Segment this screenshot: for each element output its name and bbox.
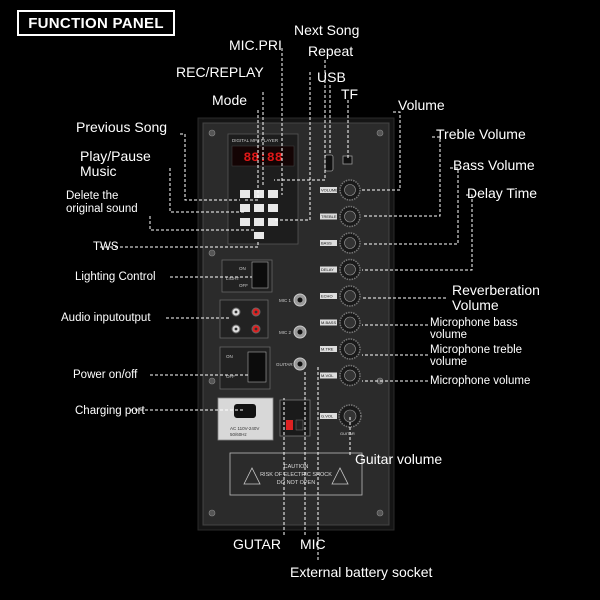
light-off-text: OFF bbox=[239, 283, 248, 288]
power-switch[interactable] bbox=[247, 351, 267, 383]
knob-label: ECHO bbox=[321, 294, 333, 299]
panel-screws bbox=[208, 129, 384, 517]
label-audio-io: Audio inputoutput bbox=[61, 312, 151, 324]
audio-io-box bbox=[219, 299, 269, 339]
mp3-button[interactable] bbox=[254, 190, 264, 198]
light-label-text: LIGHT bbox=[226, 276, 240, 281]
knob-label: TREBLE bbox=[321, 214, 337, 219]
mp3-button[interactable] bbox=[254, 232, 264, 239]
knob-treble[interactable]: TREBLE bbox=[320, 205, 361, 228]
label-delay-time: Delay Time bbox=[467, 185, 538, 201]
power-off-text: OFF bbox=[226, 374, 235, 379]
label-lighting-control: Lighting Control bbox=[75, 271, 156, 283]
label-rec-replay: REC/REPLAY bbox=[176, 64, 264, 80]
label-next-song: Next Song bbox=[294, 22, 360, 38]
mp3-button[interactable] bbox=[268, 204, 278, 212]
label-external-battery: External battery socket bbox=[290, 564, 433, 580]
label-power: Power on/off bbox=[73, 369, 138, 381]
knob-volume[interactable]: VOLUME bbox=[320, 179, 361, 201]
knob-label: M.VOL bbox=[321, 373, 334, 378]
warning-triangle-icon-right bbox=[331, 467, 349, 485]
label-gutar: GUTAR bbox=[233, 536, 281, 552]
label-mic-treble-volume: Microphone treble volume bbox=[430, 344, 523, 368]
label-charging-port: Charging port bbox=[75, 405, 145, 417]
charging-port[interactable] bbox=[234, 404, 256, 418]
knob-gvol[interactable]: G.VOL bbox=[320, 404, 362, 428]
label-tws: TWS bbox=[93, 241, 119, 253]
mp3-button[interactable] bbox=[254, 218, 264, 226]
knob-label: G.VOL bbox=[321, 414, 334, 419]
mp3-button[interactable] bbox=[254, 204, 264, 212]
label-mic-volume: Microphone volume bbox=[430, 375, 531, 387]
page-title: FUNCTION PANEL bbox=[17, 10, 175, 36]
mp3-button[interactable] bbox=[240, 204, 250, 212]
mic2-text: MIC 2 bbox=[279, 330, 291, 335]
label-previous-song: Previous Song bbox=[76, 119, 168, 135]
mic1-text: MIC 1 bbox=[279, 298, 291, 303]
knob-bass[interactable]: BASS bbox=[320, 232, 361, 254]
label-treble-volume: Treble Volume bbox=[436, 126, 526, 142]
warning-text-3: DO NOT OPEN bbox=[277, 480, 315, 486]
power-on-text: ON bbox=[226, 354, 233, 359]
label-reverberation-volume: Reverberation Volume bbox=[452, 282, 540, 313]
ac-text-2: 50/60Hz bbox=[230, 432, 248, 437]
knob-label: BASS bbox=[321, 241, 332, 246]
label-tf: TF bbox=[341, 86, 359, 102]
knob-echo[interactable]: ECHO bbox=[320, 285, 361, 307]
label-volume: Volume bbox=[398, 97, 445, 113]
knob-label: DELAY bbox=[321, 267, 334, 272]
label-bass-volume: Bass Volume bbox=[453, 157, 535, 173]
warning-text-2: RISK OF ELECTRIC SHOCK bbox=[260, 472, 332, 478]
knob-label: M.TRE bbox=[321, 347, 334, 352]
light-on-text: ON bbox=[239, 266, 246, 271]
label-mic-bass-volume: Microphone bass volume bbox=[430, 317, 518, 341]
mic-guitar-jacks bbox=[293, 293, 307, 371]
display-caption: DIGITAL MP3 PLAYER bbox=[232, 138, 279, 143]
label-guitar-volume: Guitar volume bbox=[355, 451, 443, 467]
leader-lines bbox=[100, 48, 473, 560]
knob-mtre[interactable]: M.TRE bbox=[320, 338, 361, 360]
knob-column: VOLUME TREBLE BASS DELAY ECHO M.BASS M.TRE M.VO… bbox=[320, 179, 362, 428]
label-repeat: Repeat bbox=[308, 43, 354, 59]
knob-delay[interactable]: DELAY bbox=[320, 258, 361, 281]
mp3-button[interactable] bbox=[268, 218, 278, 226]
warning-triangle-icon bbox=[243, 467, 261, 485]
ac-text-1: AC 110V-240V bbox=[230, 426, 259, 431]
label-mic: MIC bbox=[300, 536, 326, 552]
knob-label: M.BASS bbox=[321, 320, 336, 325]
knob-mvol[interactable]: M.VOL bbox=[320, 364, 361, 387]
display-window bbox=[231, 145, 295, 167]
mp3-buttons bbox=[240, 190, 278, 239]
label-usb: USB bbox=[317, 69, 346, 85]
mp3-button[interactable] bbox=[268, 190, 278, 198]
usb-slot bbox=[324, 154, 334, 172]
knob-mbass[interactable]: M.BASS bbox=[320, 311, 361, 334]
mp3-button[interactable] bbox=[240, 218, 250, 226]
label-delete-original: Delete the original sound bbox=[66, 190, 138, 215]
label-mic-pri: MIC.PRI bbox=[229, 37, 282, 53]
mp3-button[interactable] bbox=[240, 190, 250, 198]
warning-label bbox=[229, 452, 363, 496]
rca-jacks bbox=[231, 307, 261, 334]
label-mode: Mode bbox=[212, 92, 248, 108]
knob-label: VOLUME bbox=[321, 188, 338, 193]
guitar-jack-text: GUITAR bbox=[276, 362, 293, 367]
lighting-switch[interactable] bbox=[251, 261, 269, 289]
knob-tag-guitar: GUITAR bbox=[340, 431, 355, 436]
label-play-pause: Play/Pause Music bbox=[80, 148, 151, 179]
warning-text-1: CAUTION bbox=[284, 464, 309, 470]
